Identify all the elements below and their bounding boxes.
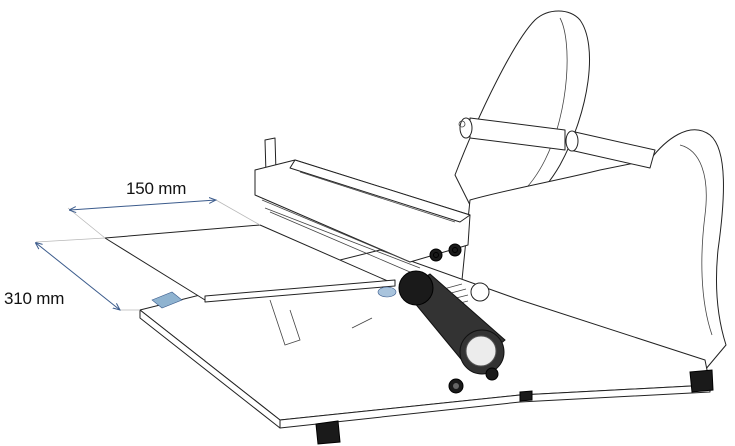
width-dimension (67, 200, 261, 239)
cutter-head (254, 137, 471, 273)
length-dimension (36, 237, 140, 310)
label-sticker (151, 286, 397, 309)
base-feet (315, 369, 714, 445)
crank-handle[interactable] (398, 270, 506, 375)
front-knobs (448, 367, 499, 394)
width-dimension-label: 150 mm (126, 179, 187, 198)
axle-bars (458, 117, 656, 169)
length-dimension-label: 310 mm (4, 289, 65, 308)
